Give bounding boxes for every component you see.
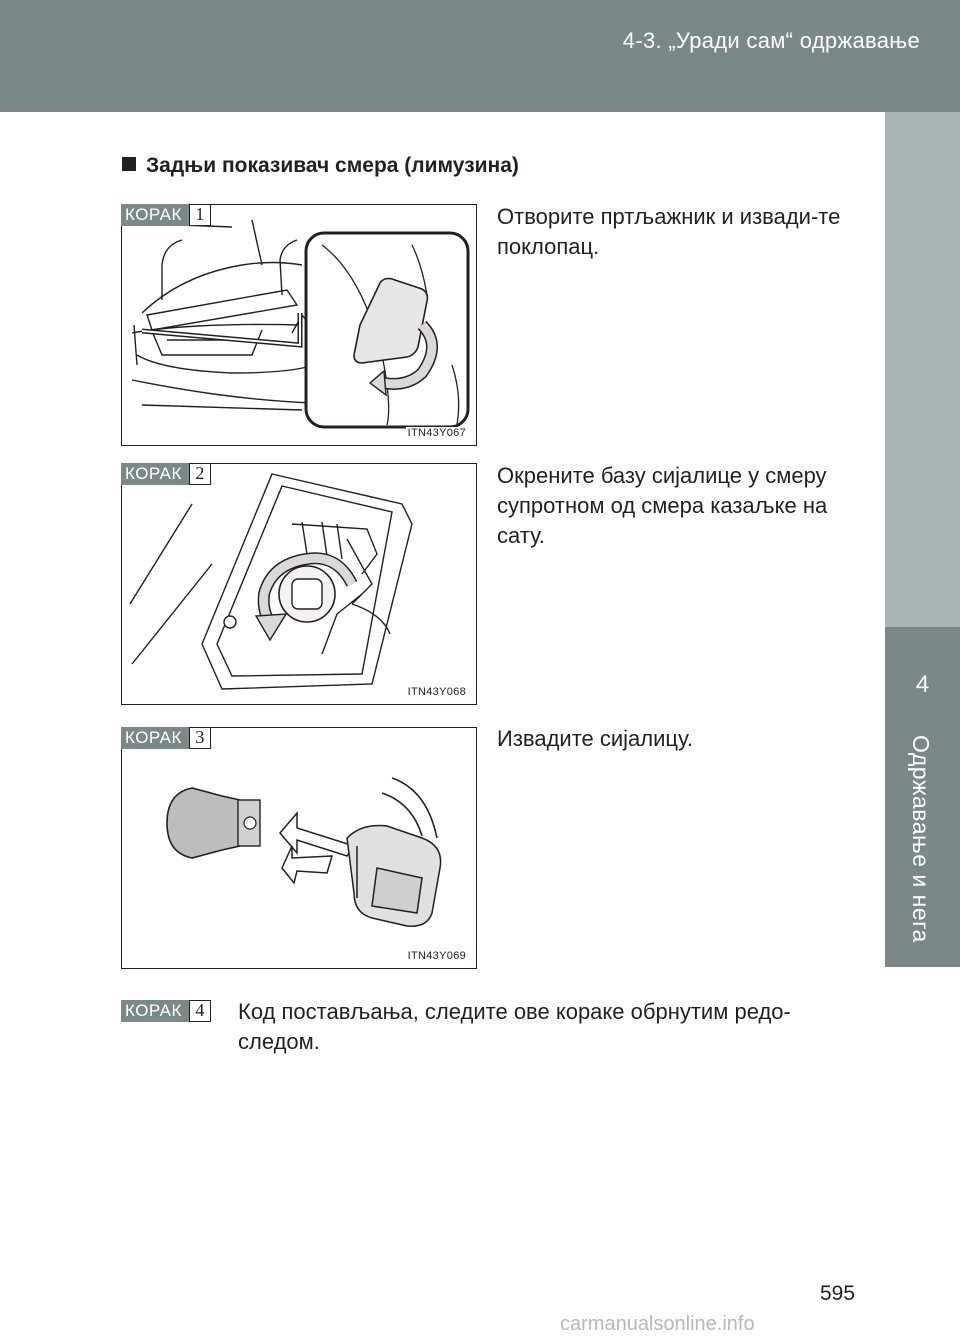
figure-step-2: ITN43Y068	[121, 463, 477, 705]
step-keyword: КОРАК	[121, 204, 189, 226]
figure-code: ITN43Y069	[405, 950, 468, 962]
section-title: Задњи показивач смера (лимузина)	[122, 154, 519, 178]
step-text-1: Отворите пртљажник и извади-те поклопац.	[497, 204, 841, 259]
section-title-text: Задњи показивач смера (лимузина)	[146, 154, 519, 177]
header-band: 4-3. „Уради сам“ одржавање	[0, 0, 960, 112]
chapter-number: 4	[915, 671, 930, 698]
step-number: 2	[188, 463, 211, 485]
step-number: 4	[188, 1000, 211, 1022]
step-number: 1	[188, 204, 211, 226]
footer-watermark: carmanualsonline.info	[560, 1313, 755, 1335]
figure-code: ITN43Y068	[405, 686, 468, 698]
bulb-socket-turn-illustration	[129, 473, 413, 690]
bullet-square-icon	[122, 157, 136, 171]
side-tab-chapter[interactable]: 4 Одржавање и нега	[885, 627, 960, 967]
step-text-2: Окрените базу сијалице у смеру супротном…	[497, 463, 828, 548]
step-keyword: КОРАК	[121, 727, 189, 749]
section-header: 4-3. „Уради сам“ одржавање	[622, 28, 920, 53]
step-keyword: КОРАК	[121, 463, 189, 485]
side-tab-light	[885, 112, 960, 627]
chapter-label: Одржавање и нега	[908, 735, 934, 943]
step-keyword: КОРАК	[121, 1000, 189, 1022]
figure-step-1: ITN43Y067	[121, 204, 477, 446]
step-text-4: Код постављања, следите ове кораке обрну…	[238, 999, 791, 1054]
step-number: 3	[188, 727, 211, 749]
bulb-removal-illustration	[166, 777, 442, 927]
figure-code: ITN43Y067	[405, 427, 468, 439]
step-text-3: Извадите сијалицу.	[497, 726, 693, 751]
figure-step-3: ITN43Y069	[121, 727, 477, 969]
page-number: 595	[820, 1282, 856, 1305]
trunk-cover-illustration	[131, 219, 470, 429]
